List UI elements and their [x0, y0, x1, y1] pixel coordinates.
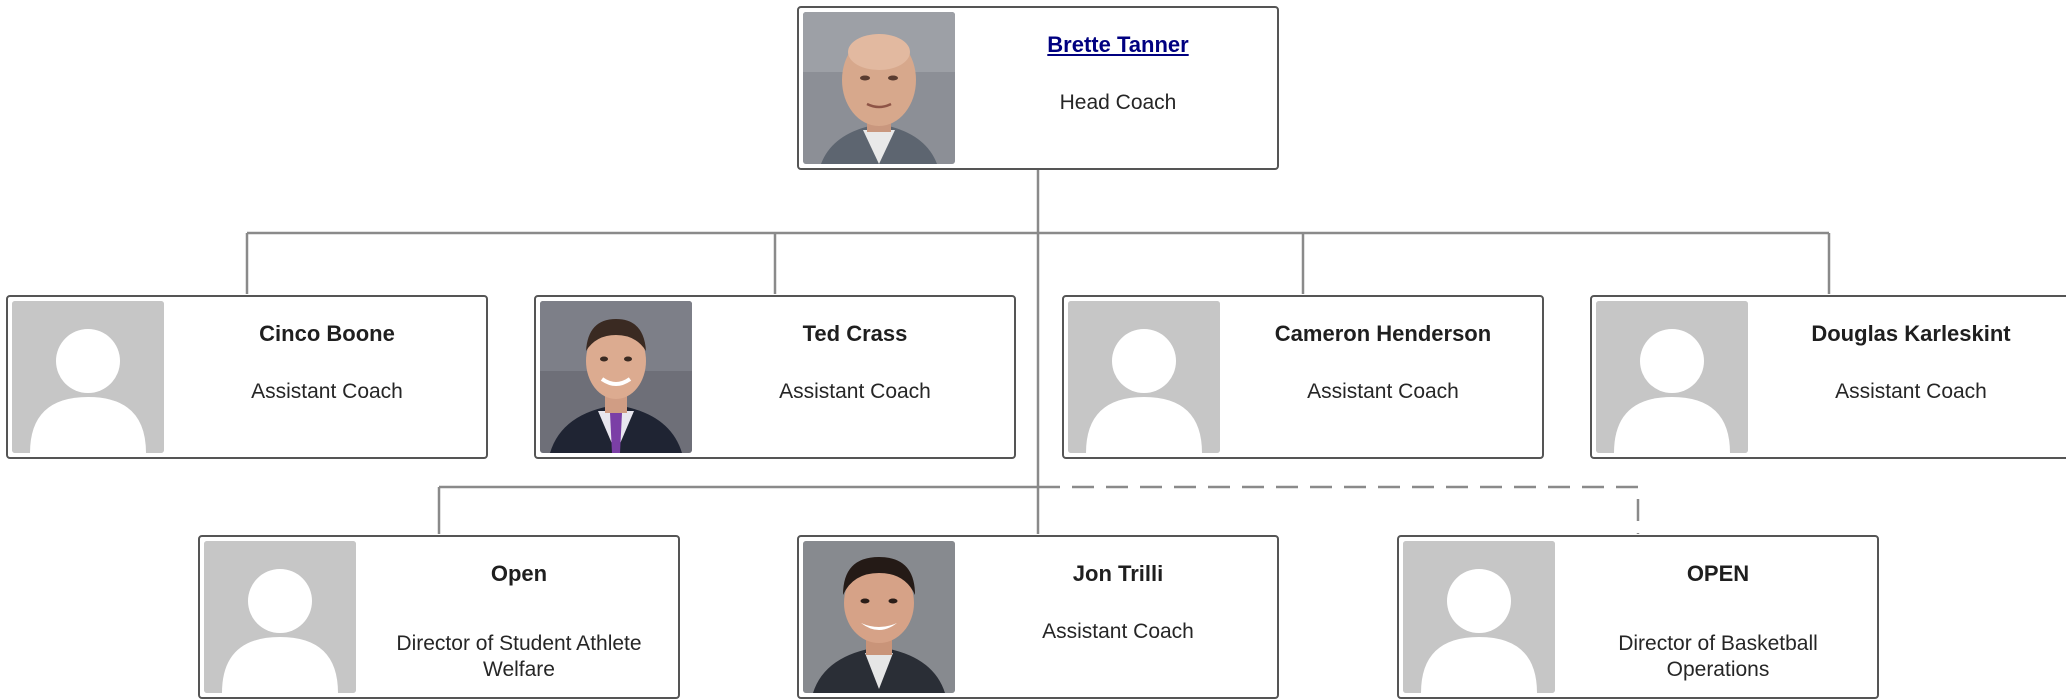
- head-coach-name-link[interactable]: Brette Tanner: [1047, 32, 1189, 57]
- org-card-staff-2[interactable]: Jon Trilli Assistant Coach: [797, 535, 1279, 699]
- staff-2-role: Assistant Coach: [1042, 620, 1194, 643]
- org-card-head-coach[interactable]: Brette Tanner Head Coach: [797, 6, 1279, 170]
- head-coach-photo: [803, 12, 955, 164]
- default-avatar-icon: [1596, 301, 1748, 453]
- default-avatar-icon: [204, 541, 356, 693]
- assistant-3-name: Cameron Henderson: [1274, 321, 1492, 346]
- staff-2-name: Jon Trilli: [1072, 561, 1164, 586]
- org-card-assistant-2[interactable]: Ted Crass Assistant Coach: [534, 295, 1016, 459]
- assistant-4-role: Assistant Coach: [1835, 380, 1987, 403]
- org-card-staff-1[interactable]: Open Director of Student Athlete Welfare: [198, 535, 680, 699]
- assistant-2-name: Ted Crass: [802, 321, 908, 346]
- assistant-2-role: Assistant Coach: [779, 380, 931, 403]
- default-avatar-icon: [1403, 541, 1555, 693]
- head-coach-role: Head Coach: [1059, 91, 1177, 114]
- assistant-4-name: Douglas Karleskint: [1811, 321, 2011, 346]
- staff-1-role: Director of Student Athlete Welfare: [360, 631, 678, 683]
- org-card-assistant-4[interactable]: Douglas Karleskint Assistant Coach: [1590, 295, 2066, 459]
- default-avatar-icon: [1068, 301, 1220, 453]
- jon-trilli-photo: [803, 541, 955, 693]
- staff-3-name: OPEN: [1686, 561, 1750, 586]
- assistant-1-role: Assistant Coach: [251, 380, 403, 403]
- staff-1-name: Open: [490, 561, 548, 586]
- org-card-assistant-3[interactable]: Cameron Henderson Assistant Coach: [1062, 295, 1544, 459]
- staff-3-role-text: Director of Basketball Operations: [1618, 632, 1818, 681]
- default-avatar-icon: [12, 301, 164, 453]
- staff-1-role-text: Director of Student Athlete Welfare: [396, 632, 642, 681]
- assistant-1-name: Cinco Boone: [259, 321, 395, 346]
- ted-crass-photo: [540, 301, 692, 453]
- org-card-assistant-1[interactable]: Cinco Boone Assistant Coach: [6, 295, 488, 459]
- org-card-staff-3[interactable]: OPEN Director of Basketball Operations: [1397, 535, 1879, 699]
- assistant-3-role: Assistant Coach: [1307, 380, 1459, 403]
- staff-3-role: Director of Basketball Operations: [1559, 631, 1877, 683]
- connector-staff-3-dashed: [1038, 485, 1640, 534]
